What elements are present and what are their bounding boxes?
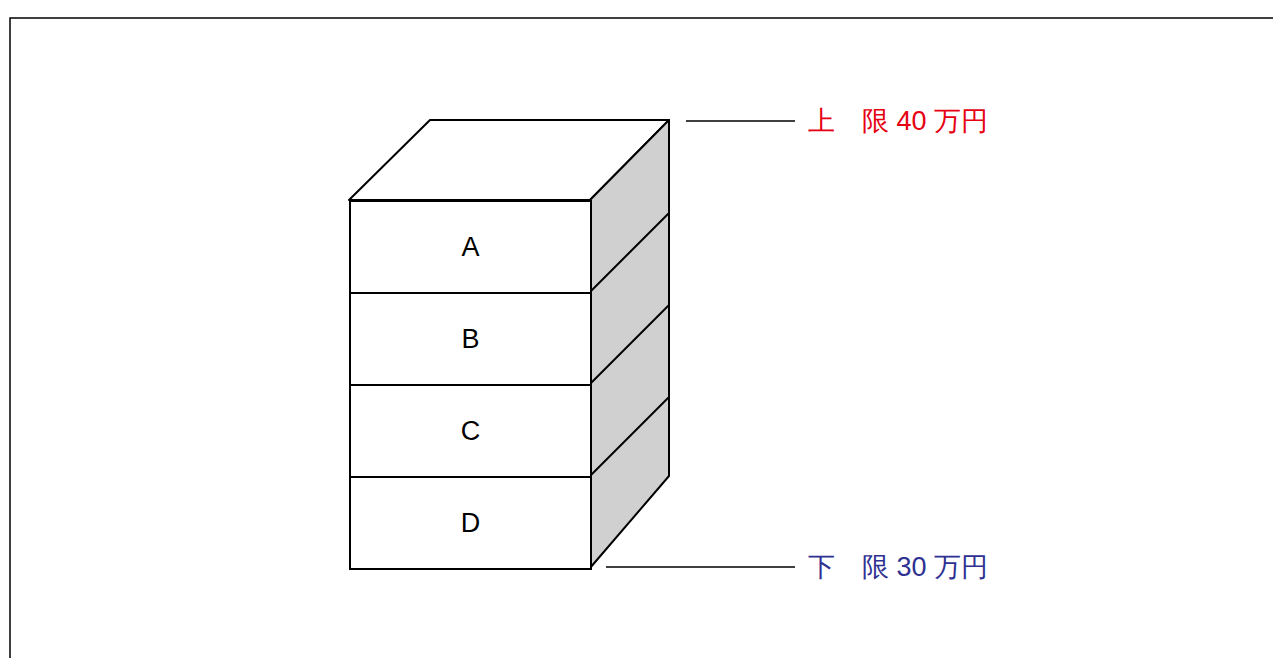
- side-divider: [590, 213, 669, 292]
- side-divider: [590, 397, 669, 476]
- limit-label: 上 限 40 万円: [806, 103, 990, 139]
- layer-letter: B: [461, 324, 479, 355]
- stack-layer-box: B: [349, 292, 592, 386]
- layer-letter: A: [461, 232, 479, 263]
- stack-layer-box: D: [349, 476, 592, 570]
- layer-letter: D: [461, 508, 481, 539]
- stack-side-face: [590, 120, 669, 568]
- stack-layer-box: A: [349, 200, 592, 294]
- layer-letter: C: [461, 416, 481, 447]
- leader-line: [686, 120, 795, 122]
- leader-line: [606, 566, 795, 568]
- stack-layer-box: C: [349, 384, 592, 478]
- side-divider: [590, 305, 669, 384]
- limit-label: 下 限 30 万円: [806, 549, 990, 585]
- frame-border: [10, 18, 1273, 658]
